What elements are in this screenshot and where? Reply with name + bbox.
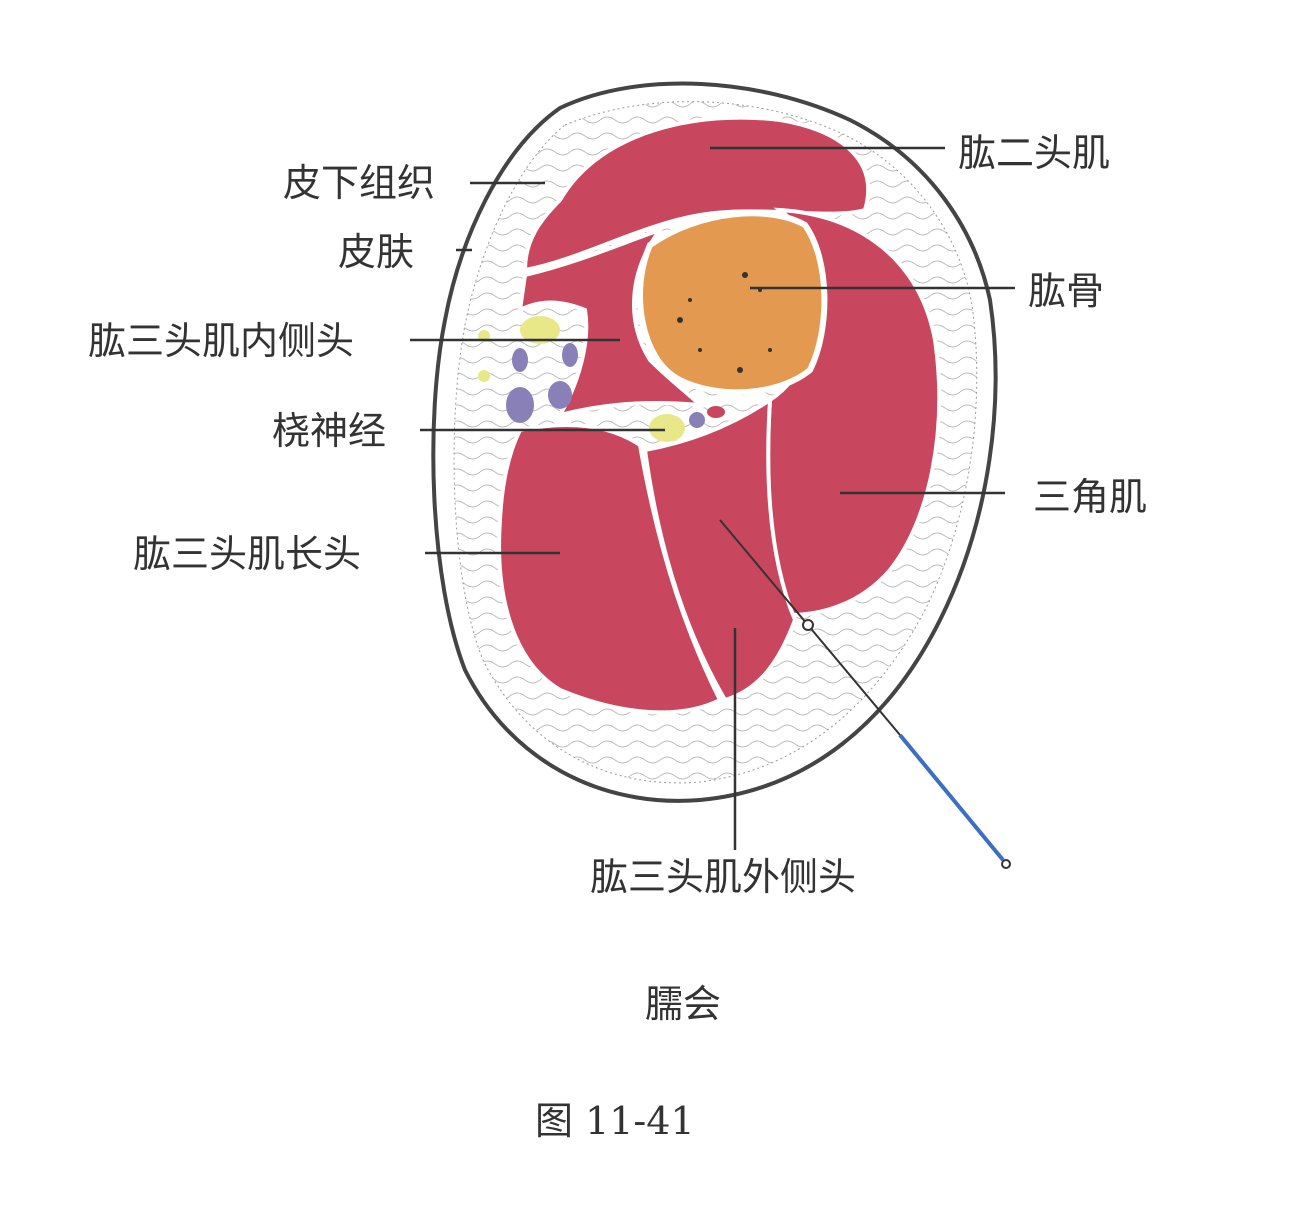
radial-nerve bbox=[649, 414, 685, 442]
label-subcutaneous-tissue: 皮下组织 bbox=[283, 161, 436, 205]
neurovascular-bundle bbox=[478, 316, 725, 442]
label-deltoid: 三角肌 bbox=[1033, 475, 1148, 519]
triceps-long-head bbox=[497, 423, 723, 715]
label-skin: 皮肤 bbox=[338, 230, 415, 274]
triceps-medial-head bbox=[517, 226, 706, 419]
label-triceps-lateral-head: 肱三头肌外侧头 bbox=[590, 855, 857, 899]
humerus-bone bbox=[637, 210, 828, 396]
label-humerus: 肱骨 bbox=[1028, 269, 1105, 313]
label-radial-nerve: 桡神经 bbox=[272, 409, 387, 453]
figure-caption: 图 11-41 bbox=[535, 1099, 695, 1143]
label-biceps: 肱二头肌 bbox=[958, 131, 1111, 175]
muscles bbox=[497, 115, 942, 715]
leader-lines bbox=[410, 146, 1015, 850]
label-triceps-long-head: 肱三头肌长头 bbox=[133, 532, 362, 576]
label-triceps-medial-head: 肱三头肌内侧头 bbox=[88, 319, 355, 363]
acupoint-name: 臑会 bbox=[645, 982, 722, 1026]
acupuncture-needle bbox=[719, 519, 1011, 869]
biceps-muscle bbox=[522, 115, 871, 273]
